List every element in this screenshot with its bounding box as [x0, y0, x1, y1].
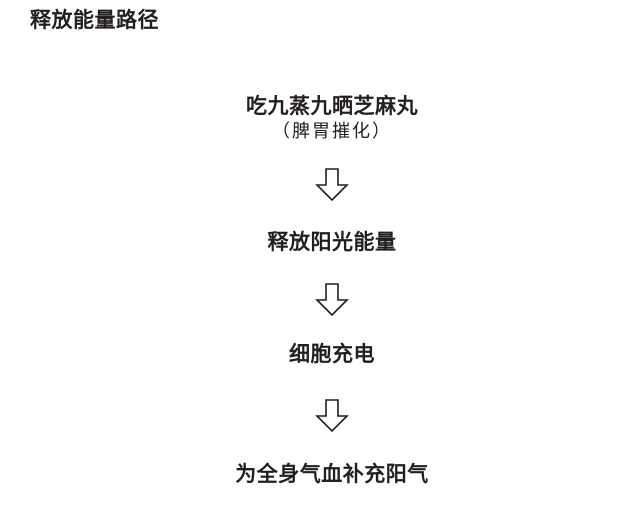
down-arrow-icon-graphic [315, 283, 349, 317]
down-arrow-icon-graphic [315, 399, 349, 433]
down-arrow-icon-graphic [315, 168, 349, 202]
step-1-label: 吃九蒸九晒芝麻丸 [246, 94, 418, 118]
down-arrow-icon [315, 168, 349, 202]
down-arrow-icon [315, 283, 349, 317]
step-3-label: 细胞充电 [289, 342, 375, 366]
step-2-label: 释放阳光能量 [267, 230, 397, 254]
page-title: 释放能量路径 [30, 8, 159, 32]
down-arrow-icon [315, 399, 349, 433]
step-4-label: 为全身气血补充阳气 [235, 462, 429, 486]
step-1-sublabel: （脾胃摧化） [272, 121, 392, 142]
